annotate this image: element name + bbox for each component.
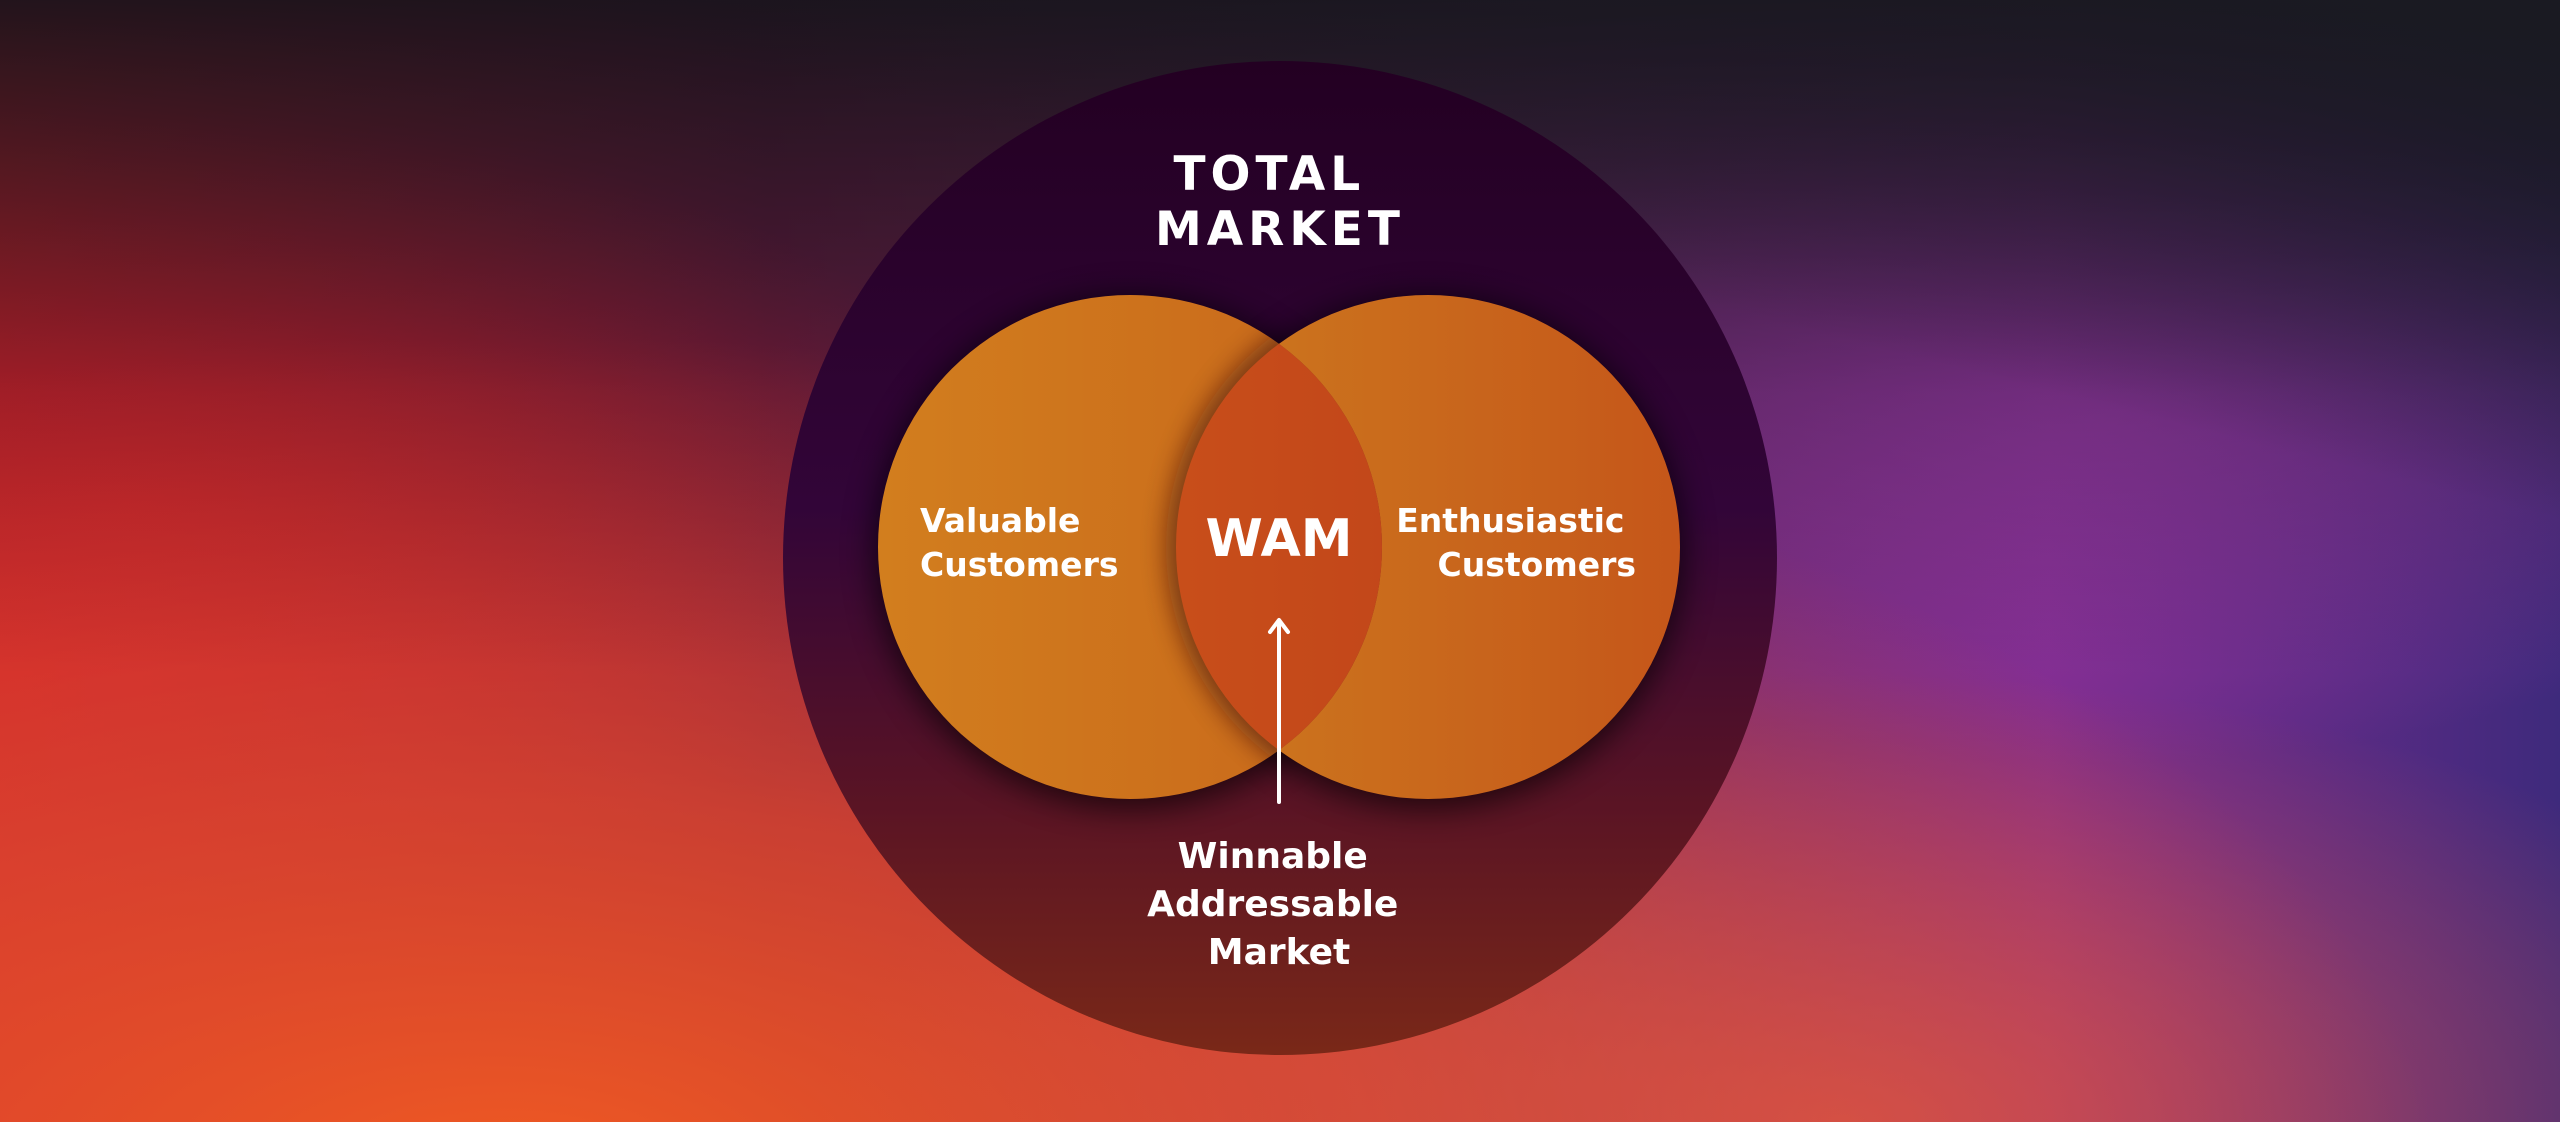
- total-market-label: TOTAL MARKET: [1155, 147, 1405, 257]
- wam-intersection: [1176, 295, 1382, 799]
- winnable-addressable-market-label: Winnable Addressable Market: [1147, 836, 1411, 973]
- enthusiastic-customers-label: Enthusiastic Customers: [1396, 501, 1636, 584]
- wam-label: WAM: [1205, 509, 1352, 569]
- callout-arrow: [1268, 618, 1290, 804]
- valuable-customers-label: Valuable Customers: [920, 501, 1118, 584]
